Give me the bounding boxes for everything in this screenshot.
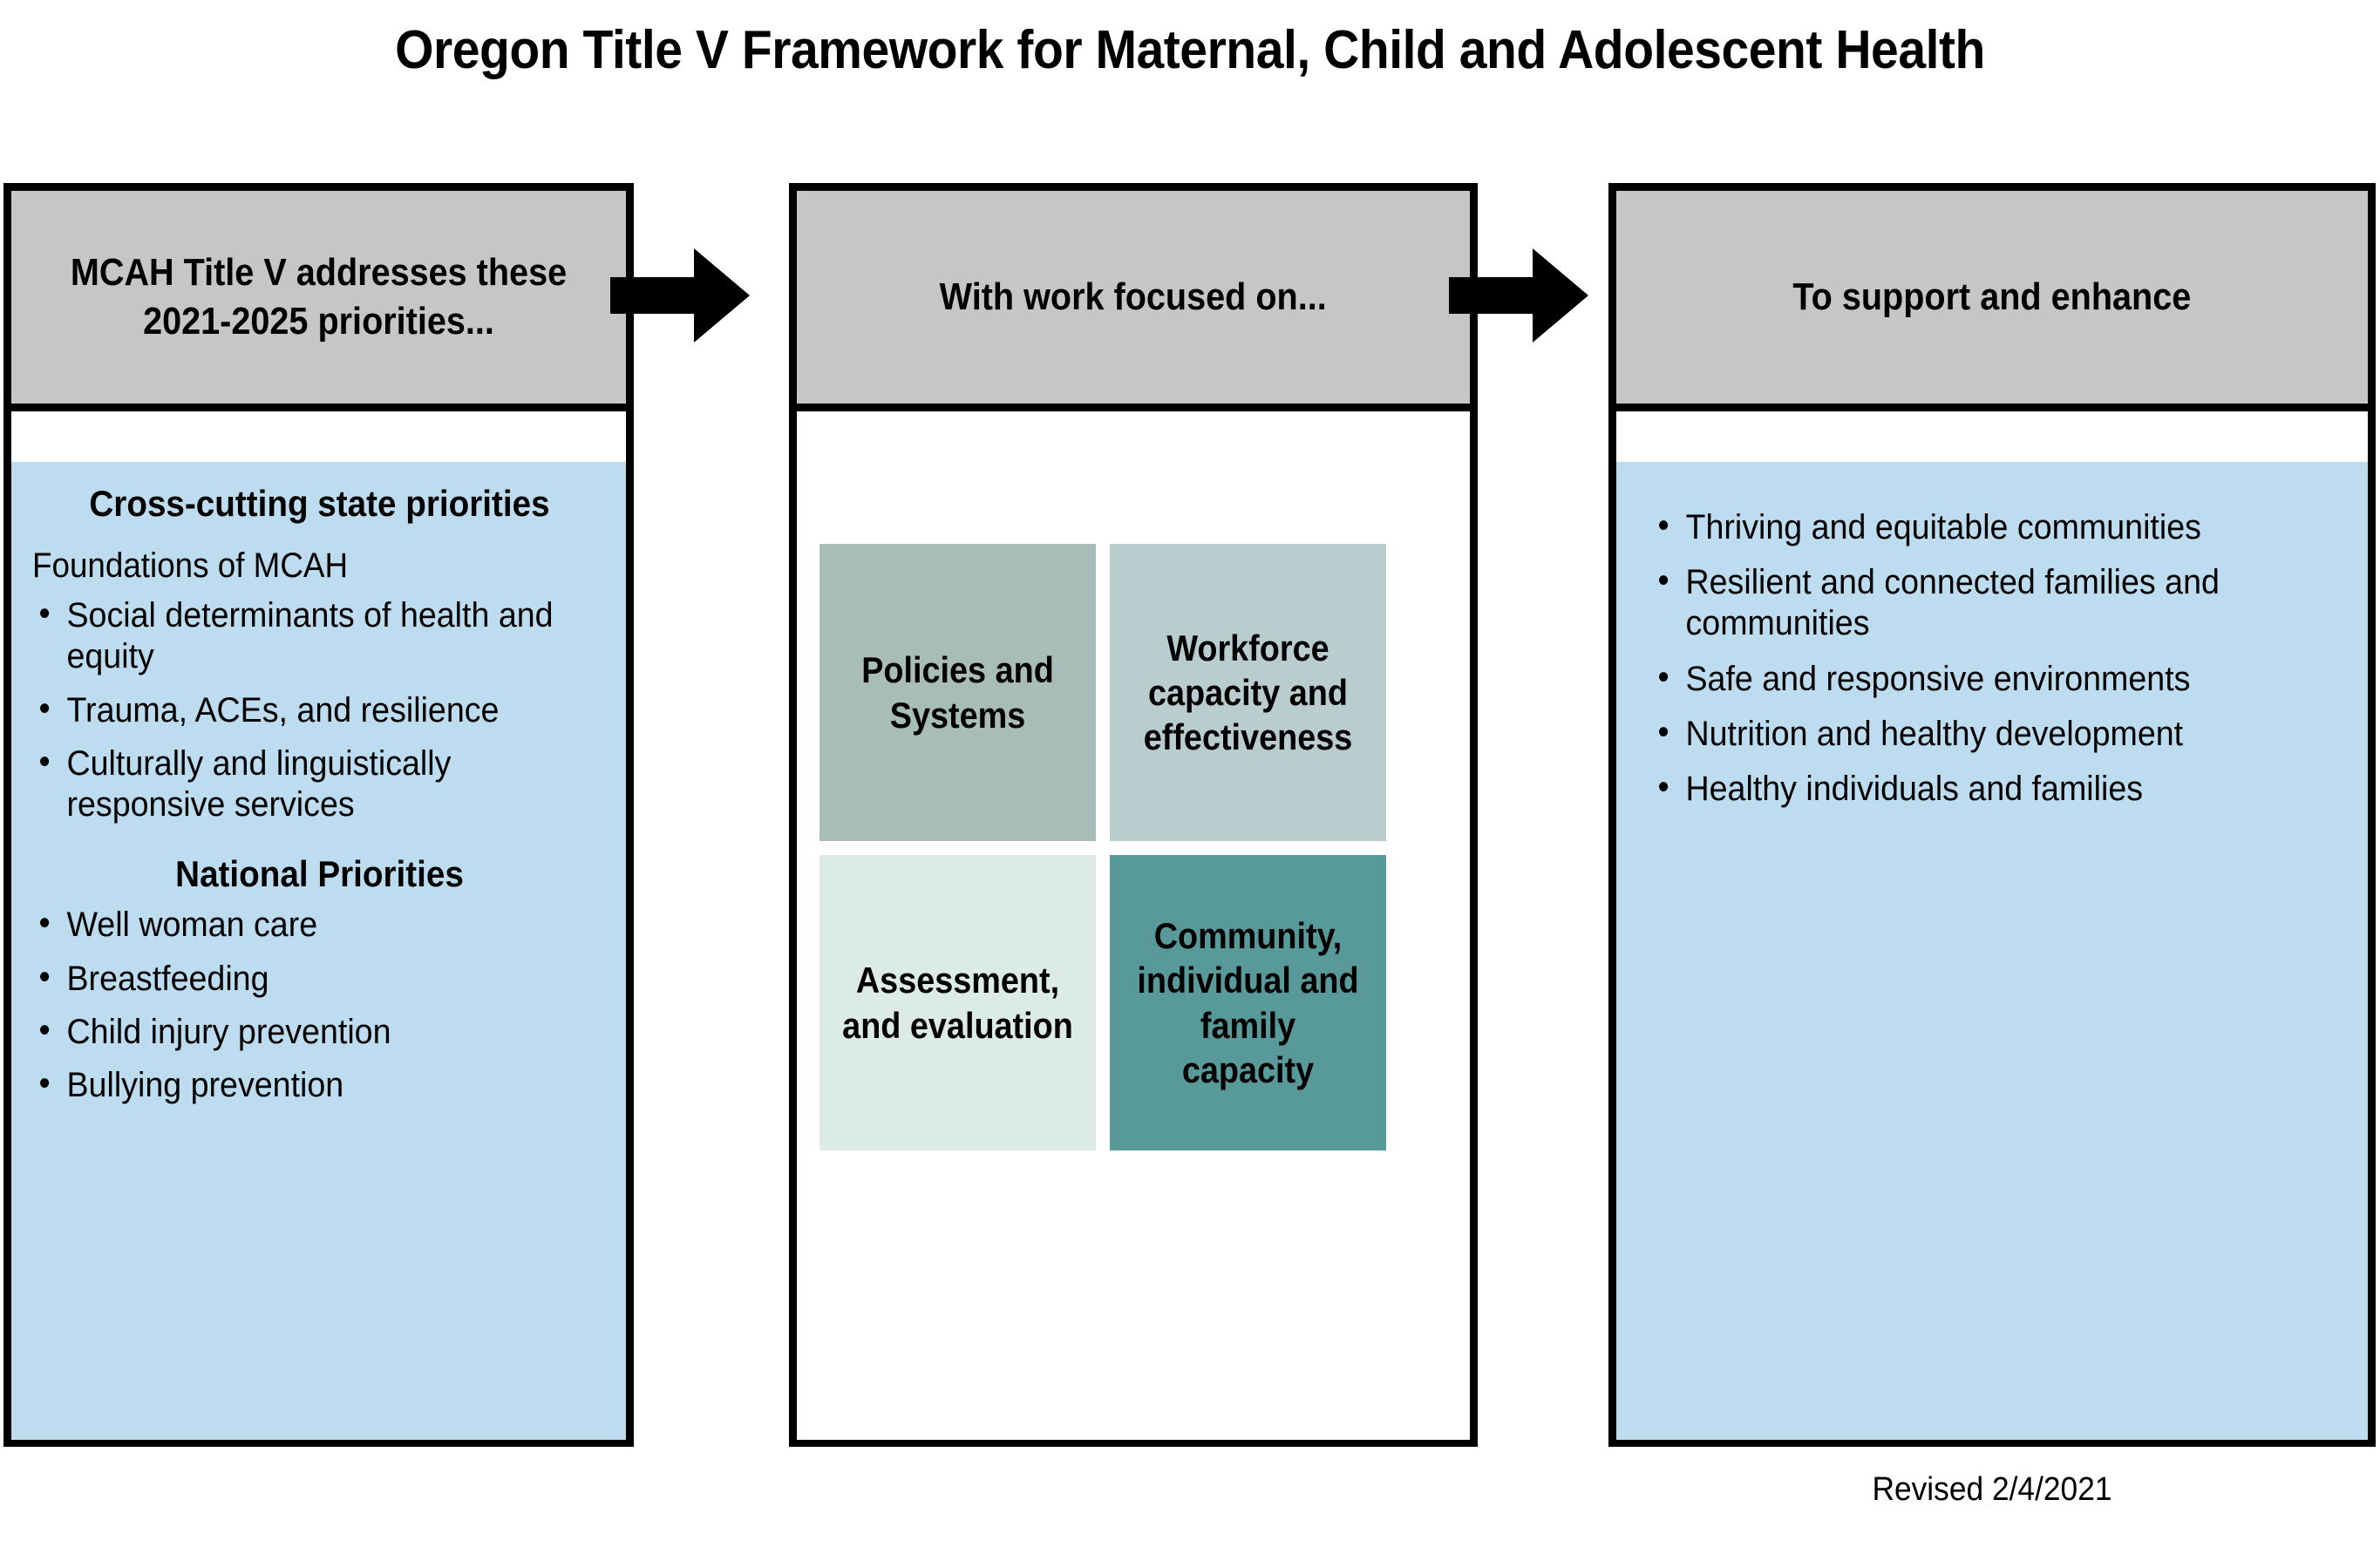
column-priorities: MCAH Title V addresses these 2021-2025 p…	[3, 183, 634, 1447]
column-work-focus-body: Policies and Systems Workforce capacity …	[797, 462, 1470, 1440]
list-item: Social determinants of health and equity	[32, 594, 572, 677]
focus-area-label: Policies and Systems	[861, 649, 1054, 736]
page-title: Oregon Title V Framework for Maternal, C…	[395, 20, 1985, 80]
list-item: Healthy individuals and families	[1651, 767, 2309, 810]
column-priorities-body: Cross-cutting state priorities Foundatio…	[11, 462, 626, 1440]
focus-areas-grid: Policies and Systems Workforce capacity …	[819, 544, 1431, 1150]
focus-area-label: Workforce capacity and effectiveness	[1143, 627, 1353, 758]
cross-cutting-state-priorities-heading: Cross-cutting state priorities	[89, 483, 550, 524]
focus-area-label: Assessment, and evaluation	[842, 960, 1073, 1046]
list-item: Bullying prevention	[32, 1063, 572, 1106]
list-item: Culturally and linguistically responsive…	[32, 742, 572, 825]
column-outcomes-header: To support and enhance	[1616, 191, 2368, 411]
flow-arrow-right-icon	[610, 248, 750, 343]
column-priorities-header: MCAH Title V addresses these 2021-2025 p…	[11, 191, 626, 411]
list-item: Breastfeeding	[32, 957, 572, 1000]
focus-area-assessment-and-evaluation: Assessment, and evaluation	[819, 855, 1096, 1150]
list-item: Well woman care	[32, 903, 572, 946]
national-priorities-list: Well woman care Breastfeeding Child inju…	[32, 903, 607, 1106]
cross-cutting-priorities-list: Social determinants of health and equity…	[32, 594, 607, 825]
column-priorities-header-text: MCAH Title V addresses these 2021-2025 p…	[70, 250, 568, 343]
column-work-focus-header-text: With work focused on...	[939, 275, 1328, 318]
list-item: Safe and responsive environments	[1651, 657, 2309, 700]
focus-area-label: Community, individual and family capacit…	[1137, 915, 1359, 1090]
column-outcomes-header-text: To support and enhance	[1792, 275, 2192, 318]
list-item: Child injury prevention	[32, 1010, 572, 1053]
flow-arrow-right-icon	[1449, 248, 1588, 343]
revised-date-note: Revised 2/4/2021	[1872, 1471, 2112, 1508]
focus-area-policies-and-systems: Policies and Systems	[819, 544, 1096, 841]
column-outcomes-body: Thriving and equitable communities Resil…	[1616, 462, 2368, 1440]
list-item: Resilient and connected families and com…	[1651, 560, 2309, 644]
column-outcomes: To support and enhance Thriving and equi…	[1608, 183, 2376, 1447]
focus-area-workforce-capacity: Workforce capacity and effectiveness	[1110, 544, 1386, 841]
list-item: Thriving and equitable communities	[1651, 506, 2309, 548]
focus-area-community-individual-family-capacity: Community, individual and family capacit…	[1110, 855, 1386, 1150]
column-work-focus: With work focused on... Policies and Sys…	[789, 183, 1478, 1447]
column-work-focus-header: With work focused on...	[797, 191, 1470, 411]
foundations-of-mcah-label: Foundations of MCAH	[32, 546, 349, 586]
outcomes-list: Thriving and equitable communities Resil…	[1651, 506, 2350, 810]
list-item: Nutrition and healthy development	[1651, 712, 2309, 755]
national-priorities-heading: National Priorities	[175, 853, 464, 895]
list-item: Trauma, ACEs, and resilience	[32, 689, 572, 731]
